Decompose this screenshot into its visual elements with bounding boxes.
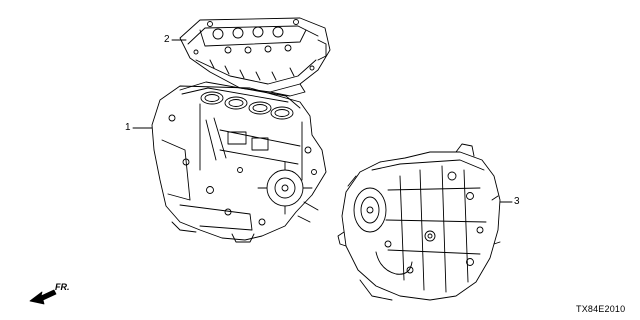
transmission-illustration — [337, 143, 501, 301]
callout-2: 2 — [164, 34, 170, 45]
direction-arrow-icon — [29, 289, 57, 305]
diagram-code: TX84E2010 — [576, 304, 626, 314]
cylinder-head-illustration — [179, 17, 331, 97]
callout-3: 3 — [514, 196, 520, 207]
engine-block-illustration — [151, 81, 327, 243]
direction-label: FR. — [55, 282, 70, 292]
callout-1: 1 — [125, 122, 131, 133]
